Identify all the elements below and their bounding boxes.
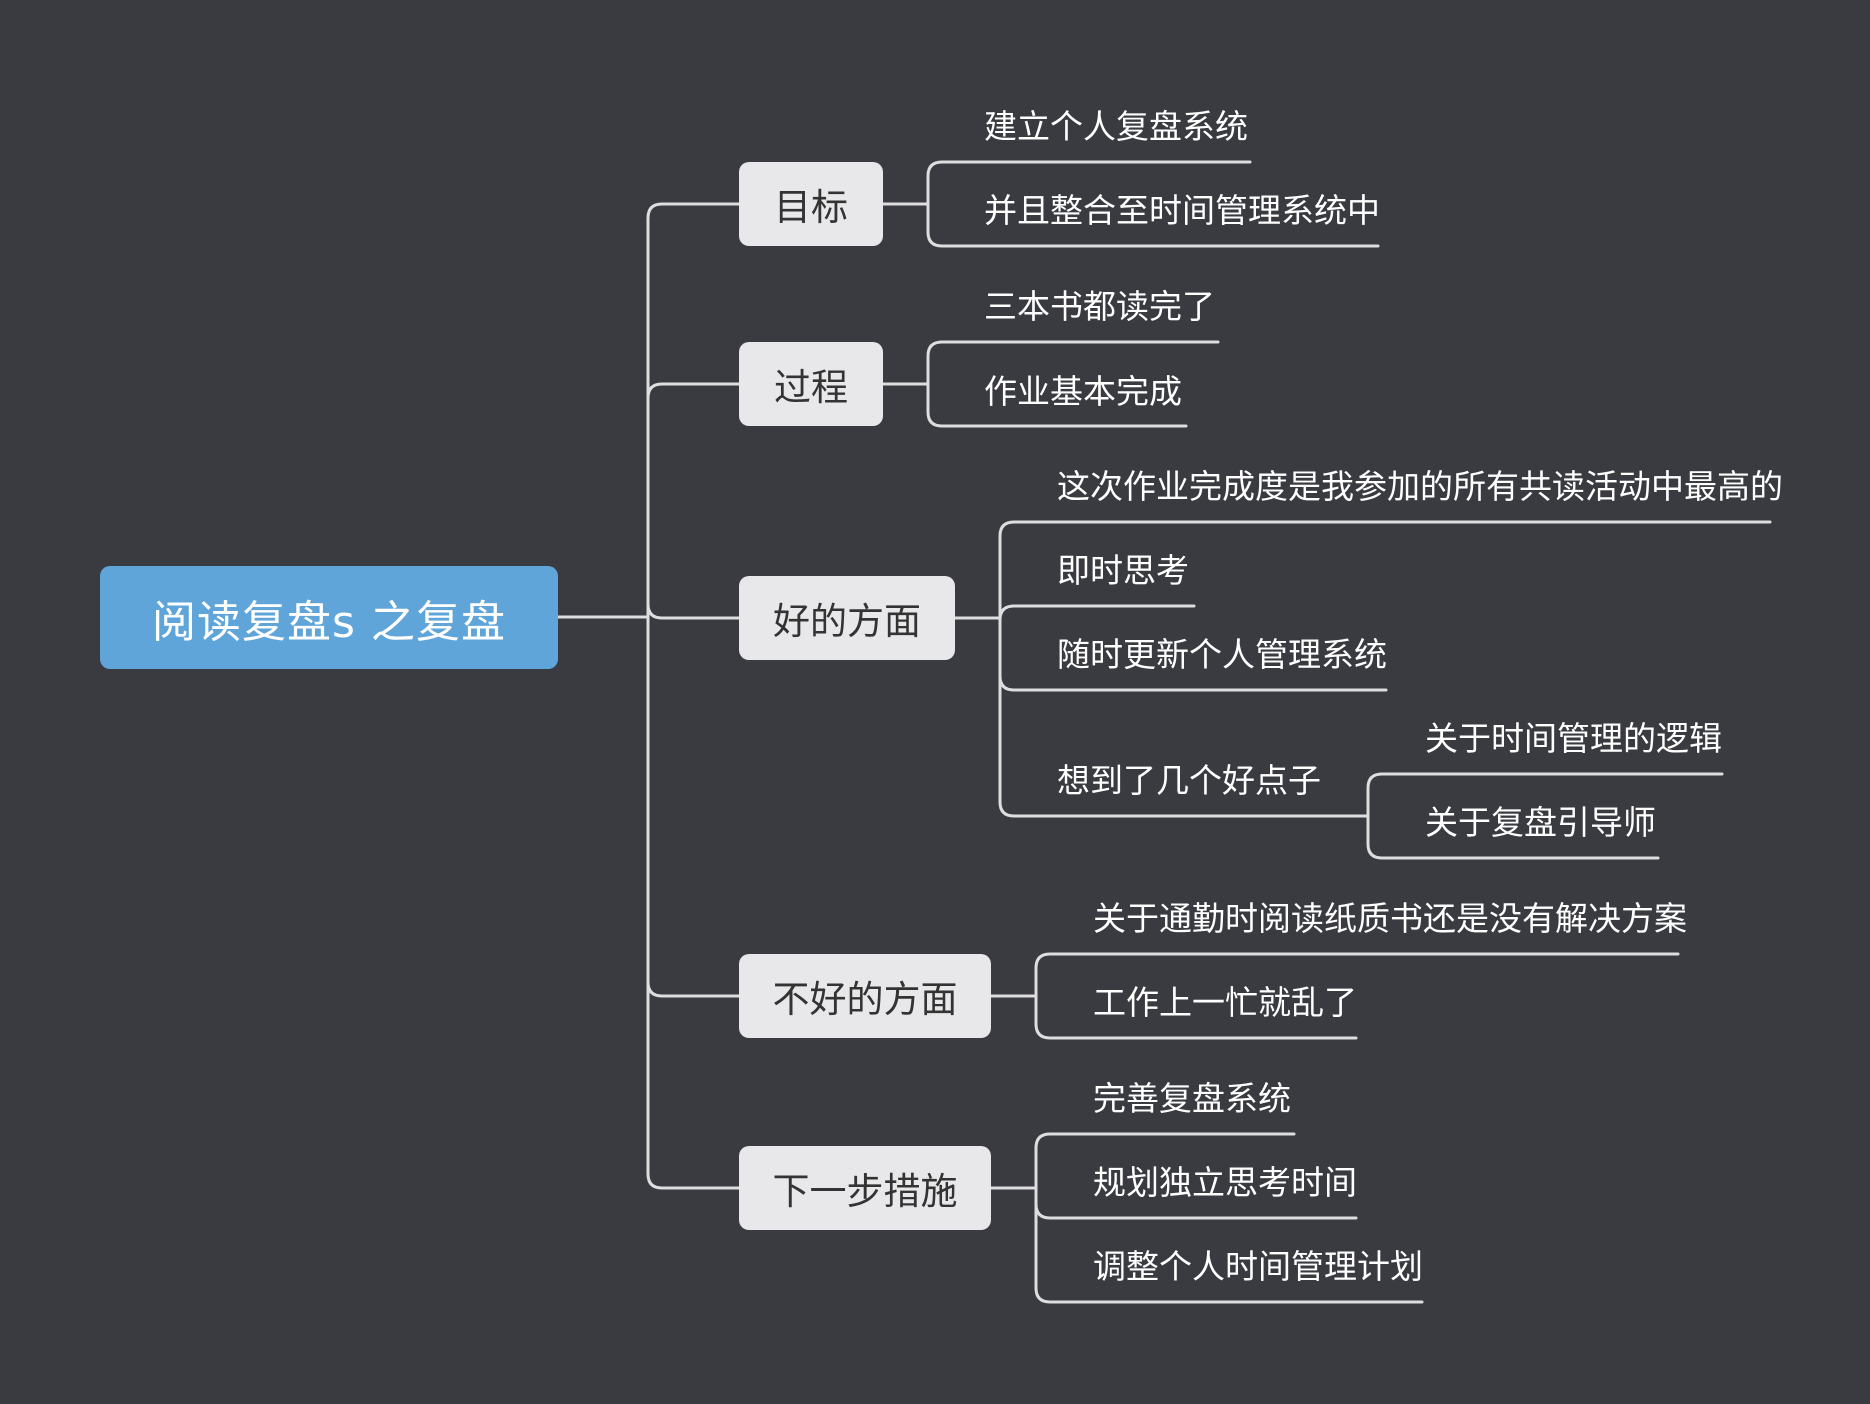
process-child-connector-2 [926,382,1188,428]
good-child-connector-2 [998,604,1196,621]
leaf-good-2[interactable]: 即时思考 [1057,551,1189,590]
good-child-connector-1 [998,520,1772,620]
leaf-next-2[interactable]: 规划独立思考时间 [1093,1163,1357,1202]
leaf-good-1[interactable]: 这次作业完成度是我参加的所有共读活动中最高的 [1057,467,1783,506]
leaf-bad-1[interactable]: 关于通勤时阅读纸质书还是没有解决方案 [1093,899,1687,938]
leaf-good-3[interactable]: 随时更新个人管理系统 [1057,635,1387,674]
leaf-goal-1[interactable]: 建立个人复盘系统 [984,107,1248,146]
good-child-connector-4 [998,616,1370,818]
leaf-next-3[interactable]: 调整个人时间管理计划 [1093,1247,1423,1286]
next-child-connector-3 [1034,1186,1424,1304]
branch-connector-2 [646,603,741,620]
branch-connector-3 [646,615,741,998]
branch-connector-1 [646,382,741,619]
leaf-process-1[interactable]: 三本书都读完了 [984,287,1215,326]
branch-next[interactable]: 下一步措施 [739,1146,991,1230]
leaf-good-4[interactable]: 想到了几个好点子 [1057,761,1321,800]
branch-process[interactable]: 过程 [739,342,883,426]
good-sub-connector-1 [1366,772,1724,818]
goal-child-connector-1 [926,160,1252,206]
branch-connector-4 [646,615,741,1190]
leaf-process-2[interactable]: 作业基本完成 [984,372,1182,411]
leaf-goal-2[interactable]: 并且整合至时间管理系统中 [984,191,1380,230]
leaf-good-4-sub-1[interactable]: 关于时间管理的逻辑 [1425,719,1722,758]
root-topic[interactable]: 阅读复盘s 之复盘 [100,566,558,669]
leaf-bad-2[interactable]: 工作上一忙就乱了 [1093,983,1357,1022]
leaf-good-4-sub-2[interactable]: 关于复盘引导师 [1425,803,1656,842]
next-child-connector-1 [1034,1132,1296,1190]
bad-child-connector-1 [1034,952,1680,998]
branch-good[interactable]: 好的方面 [739,576,955,660]
good-sub-connector-2 [1366,814,1660,860]
leaf-next-1[interactable]: 完善复盘系统 [1093,1079,1291,1118]
process-child-connector-1 [926,340,1220,386]
branch-bad[interactable]: 不好的方面 [739,954,991,1038]
branch-goal[interactable]: 目标 [739,162,883,246]
goal-child-connector-2 [926,202,1380,248]
bad-child-connector-2 [1034,994,1358,1040]
branch-connector-0 [646,202,741,619]
